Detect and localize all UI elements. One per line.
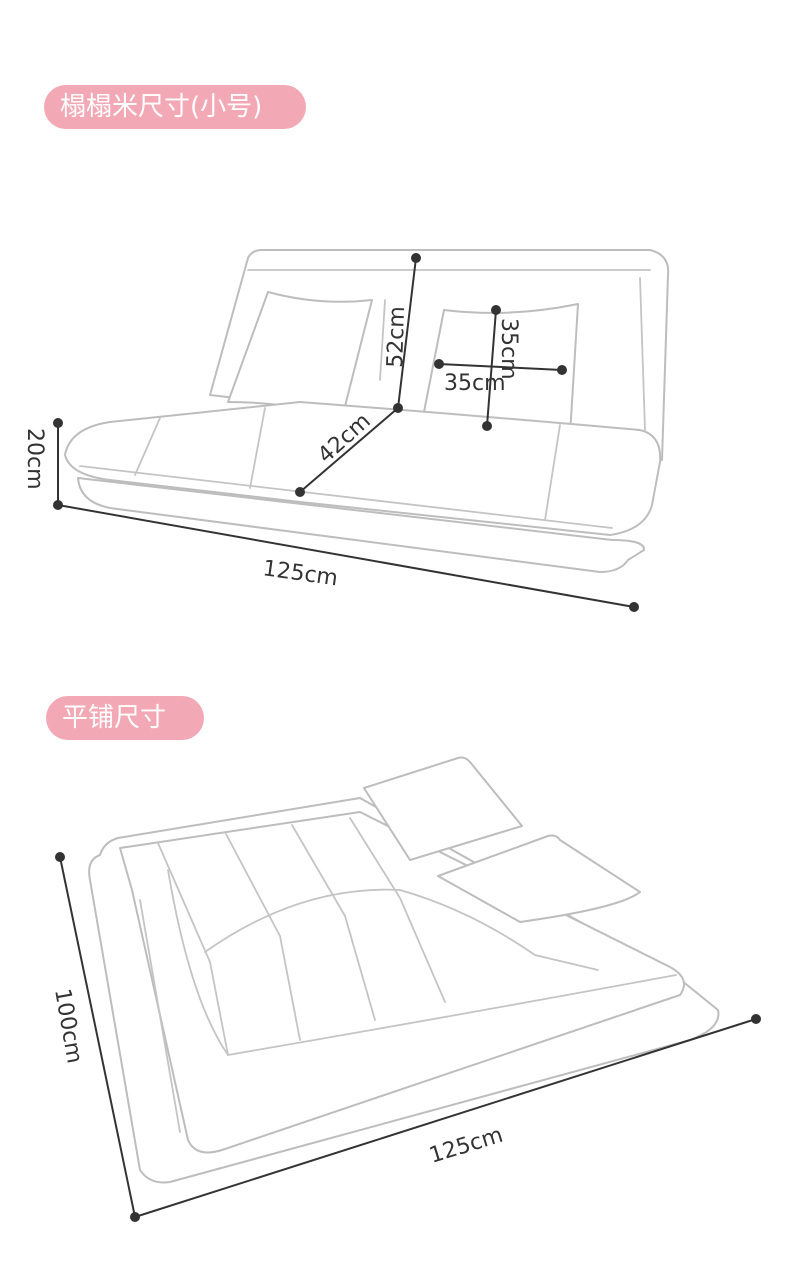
- sofa-base: [77, 477, 645, 573]
- flat-bed-drawing: 100cm 125cm: [49, 756, 761, 1222]
- dim-pillow-height: 35cm: [496, 318, 521, 380]
- bed-mattress: [119, 811, 685, 1154]
- dim-sofa-length: 125cm: [261, 556, 339, 591]
- pillow-back: [363, 756, 523, 861]
- dim-back-height: 52cm: [383, 306, 410, 368]
- dim-base-height: 20cm: [22, 428, 47, 490]
- pillow-front: [437, 834, 641, 923]
- section-title-flat-size: 平铺尺寸: [46, 696, 204, 740]
- dim-flat-width: 100cm: [49, 987, 87, 1066]
- dim-flat-length: 125cm: [426, 1123, 506, 1169]
- section-title-tatami-size: 榻榻米尺寸(小号): [44, 85, 306, 129]
- dim-pillow-width: 35cm: [444, 371, 506, 396]
- tatami-sofa-drawing: 52cm 42cm 35cm 35cm 20cm 125cm: [22, 249, 670, 612]
- sofa-seat: [64, 401, 662, 536]
